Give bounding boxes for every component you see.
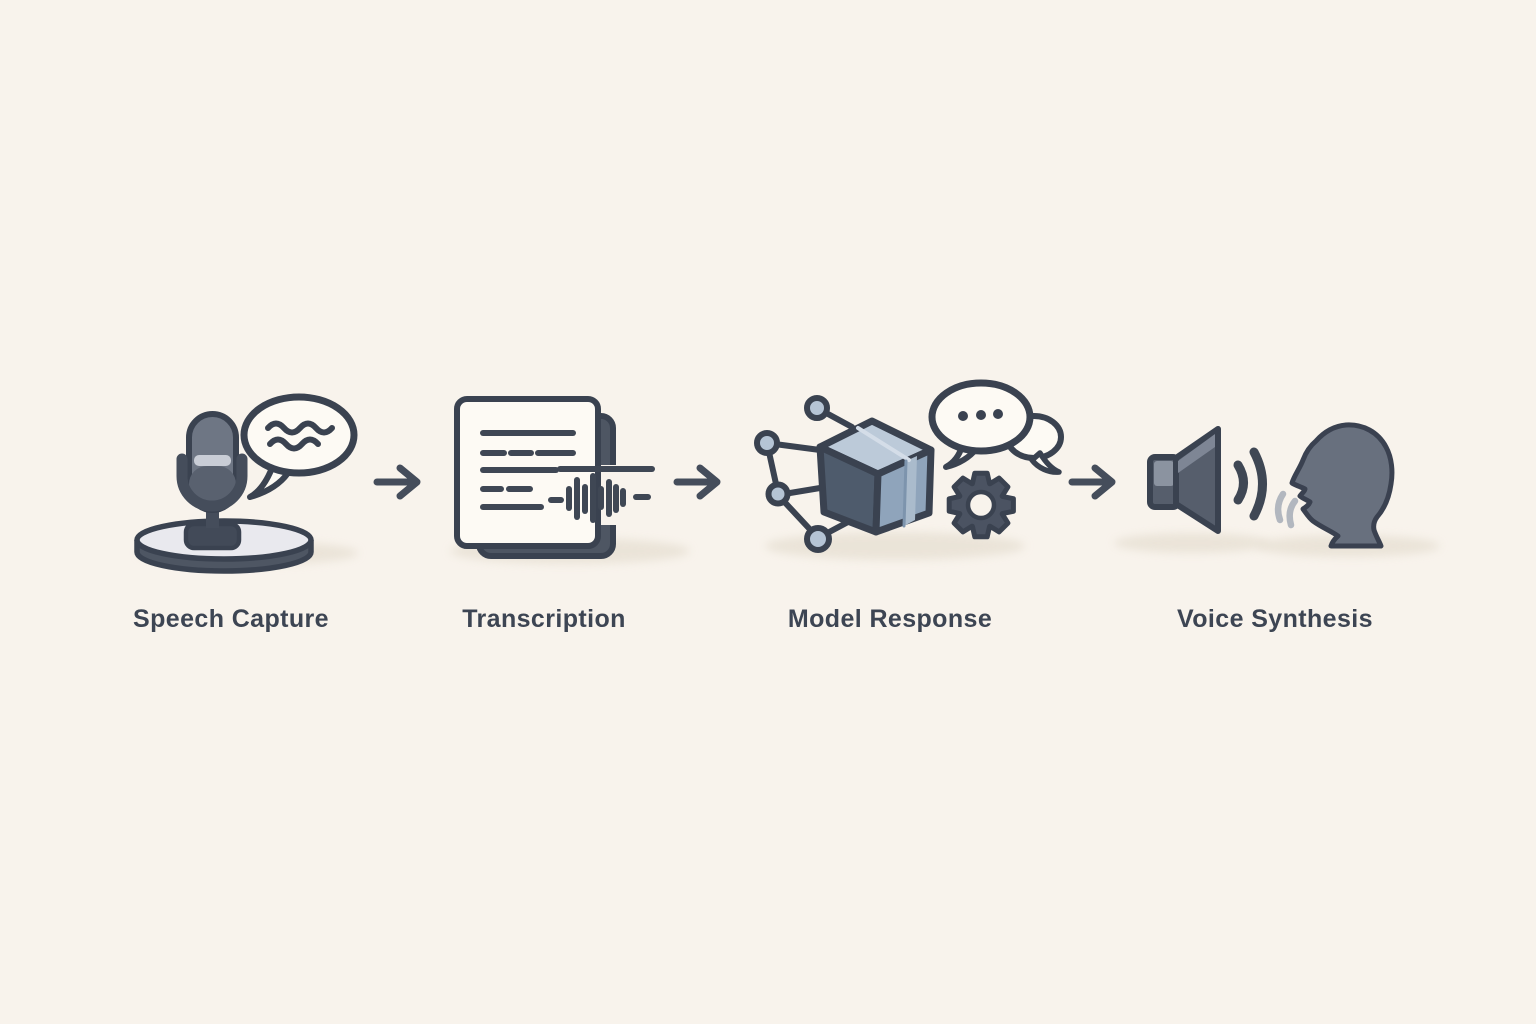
speech-bubble-icon <box>240 393 358 500</box>
document-icon <box>454 396 623 559</box>
chat-bubble-main <box>928 379 1034 470</box>
head-silhouette-icon <box>1289 422 1395 549</box>
speech-capture-icon-group <box>134 393 358 574</box>
model-cube-icon <box>816 417 935 536</box>
audio-waveform-icon <box>548 466 655 523</box>
network-nodes-icon <box>754 395 855 553</box>
icon-shadow <box>1114 533 1270 553</box>
step-label-transcription: Transcription <box>462 605 626 633</box>
gear-icon <box>946 470 1016 540</box>
typing-dots <box>958 409 1003 421</box>
voice-waves-icon <box>1274 490 1299 529</box>
sound-waves-icon <box>1233 447 1267 521</box>
speaker-icon <box>1147 426 1221 534</box>
step-label-model-response: Model Response <box>787 605 993 633</box>
microphone-icon <box>176 411 248 551</box>
flow-arrow-icon <box>373 464 421 500</box>
document-text-lines <box>480 430 576 510</box>
chat-bubbles-icon <box>928 379 1064 475</box>
flow-arrow-icon <box>1068 464 1116 500</box>
step-label-speech-capture: Speech Capture <box>133 605 329 633</box>
flow-arrow-icon <box>673 464 721 500</box>
model-response-icon-group <box>754 379 1064 560</box>
transcription-icon-group <box>450 396 690 564</box>
voice-synthesis-icon-group <box>1114 422 1440 557</box>
step-label-voice-synthesis: Voice Synthesis <box>1177 605 1373 633</box>
